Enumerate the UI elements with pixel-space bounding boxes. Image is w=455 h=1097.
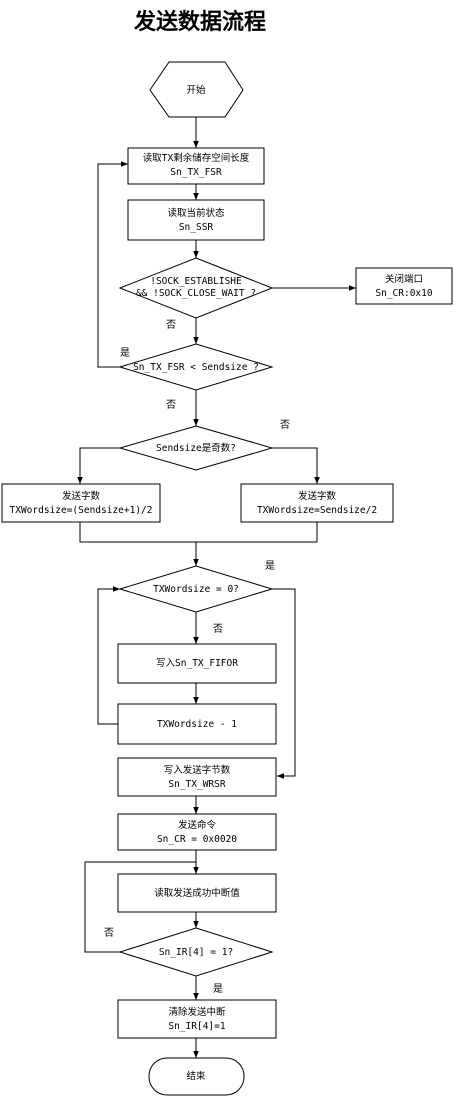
free-size-yes-label: 是 [120,347,130,359]
interrupt-yes-label: 是 [213,983,223,995]
free-size-no-label: 否 [166,399,176,411]
read-interrupt-box: 读取发送成功中断值 [117,873,277,913]
connectors [77,117,356,1058]
svg-text:Sn_TX_FSR < Sendsize ?: Sn_TX_FSR < Sendsize ? [133,362,259,373]
write-fifo-text: 写入Sn_TX_FIFOR [156,658,238,669]
clear-interrupt-title: 清除发送中断 [168,1006,226,1018]
odd-size-decision: Sendsize是奇数? [118,425,274,471]
svg-text:TXWordsize - 1: TXWordsize - 1 [157,719,237,730]
svg-text:是: 是 [265,560,275,572]
word-count-odd-title: 发送字数 [62,490,101,502]
svg-text:否: 否 [104,927,114,939]
end-node: 结束 [148,1057,245,1096]
svg-text:Sn_IR[4] = 1?: Sn_IR[4] = 1? [159,947,233,958]
interrupt-decision-text: Sn_IR[4] = 1? [159,947,233,958]
decrement-text: TXWordsize - 1 [157,719,237,730]
read-free-size-title: 读取TX剩余储存空间长度 [143,152,250,164]
svg-text:否: 否 [280,419,290,431]
write-byte-count-box: 写入发送字节数 Sn_TX_WRSR [117,757,277,797]
read-free-size-box: 读取TX剩余储存空间长度 Sn_TX_FSR [127,147,265,185]
zero-no-label: 否 [213,623,223,635]
send-command-title: 发送命令 [178,819,217,831]
svg-text:否: 否 [213,623,223,635]
odd-no-label: 否 [280,419,290,431]
close-port-box: 关闭端口 Sn_CR:0x10 [355,267,453,305]
send-command-value: Sn_CR = 0x0020 [157,834,237,845]
word-count-even-box: 发送字数 TXWordsize=Sendsize/2 [240,483,394,523]
state-decision-line1: !SOCK_ESTABLISHE [150,276,242,287]
page-title: 发送数据流程 [133,10,266,35]
start-label: 开始 [186,84,206,96]
read-state-title: 读取当前状态 [167,207,225,219]
state-no-label: 否 [166,319,176,331]
write-fifo-box: 写入Sn_TX_FIFOR [117,643,277,684]
write-byte-count-title: 写入发送字节数 [164,764,231,776]
svg-text:!SOCK_ESTABLISHE&& !SOCK_CLOSE: !SOCK_ESTABLISHE&& !SOCK_CLOSE_WAIT ? [136,276,256,299]
svg-text:是: 是 [120,347,130,359]
word-zero-decision: TXWordsize = 0? [118,565,274,613]
send-command-box: 发送命令 Sn_CR = 0x0020 [117,813,277,851]
read-free-size-register: Sn_TX_FSR [170,167,222,178]
svg-text:否: 否 [166,399,176,411]
word-count-even-formula: TXWordsize=Sendsize/2 [257,505,377,516]
svg-text:否: 否 [166,319,176,331]
write-byte-count-register: Sn_TX_WRSR [168,779,225,790]
svg-text:写入Sn_TX_FIFOR: 写入Sn_TX_FIFOR [156,658,238,669]
word-count-odd-formula: TXWordsize=(Sendsize+1)/2 [10,505,153,516]
state-decision-line2: && !SOCK_CLOSE_WAIT ? [136,288,256,299]
decrement-box: TXWordsize - 1 [117,703,277,745]
free-size-decision-text: Sn_TX_FSR < Sendsize ? [133,362,259,373]
clear-interrupt-box: 清除发送中断 Sn_IR[4]=1 [117,999,277,1039]
close-port-command: Sn_CR:0x10 [375,288,432,299]
interrupt-decision: Sn_IR[4] = 1? [118,927,274,977]
interrupt-no-label: 否 [104,927,114,939]
read-state-box: 读取当前状态 Sn_SSR [127,199,265,241]
word-count-even-title: 发送字数 [298,490,337,502]
svg-text:读取发送成功中断值: 读取发送成功中断值 [154,887,240,899]
word-zero-decision-text: TXWordsize = 0? [153,584,239,595]
end-label: 结束 [186,1070,206,1082]
svg-text:Sendsize是奇数?: Sendsize是奇数? [156,442,236,454]
clear-interrupt-register: Sn_IR[4]=1 [168,1021,225,1032]
free-size-decision: Sn_TX_FSR < Sendsize ? [118,343,274,391]
start-node: 开始 [149,61,244,118]
branch-labels: 否 是 否 否 是 否 否 是 [104,319,290,995]
close-port-title: 关闭端口 [385,273,423,285]
state-decision: !SOCK_ESTABLISHE&& !SOCK_CLOSE_WAIT ? [118,257,274,319]
svg-text:结束: 结束 [186,1070,206,1082]
svg-text:开始: 开始 [186,84,206,96]
odd-size-decision-text: Sendsize是奇数? [156,442,236,454]
word-count-odd-box: 发送字数 TXWordsize=(Sendsize+1)/2 [1,483,161,523]
read-state-register: Sn_SSR [179,222,214,233]
svg-text:是: 是 [213,983,223,995]
read-interrupt-text: 读取发送成功中断值 [154,887,240,899]
svg-text:TXWordsize = 0?: TXWordsize = 0? [153,584,239,595]
zero-yes-label: 是 [265,560,275,572]
